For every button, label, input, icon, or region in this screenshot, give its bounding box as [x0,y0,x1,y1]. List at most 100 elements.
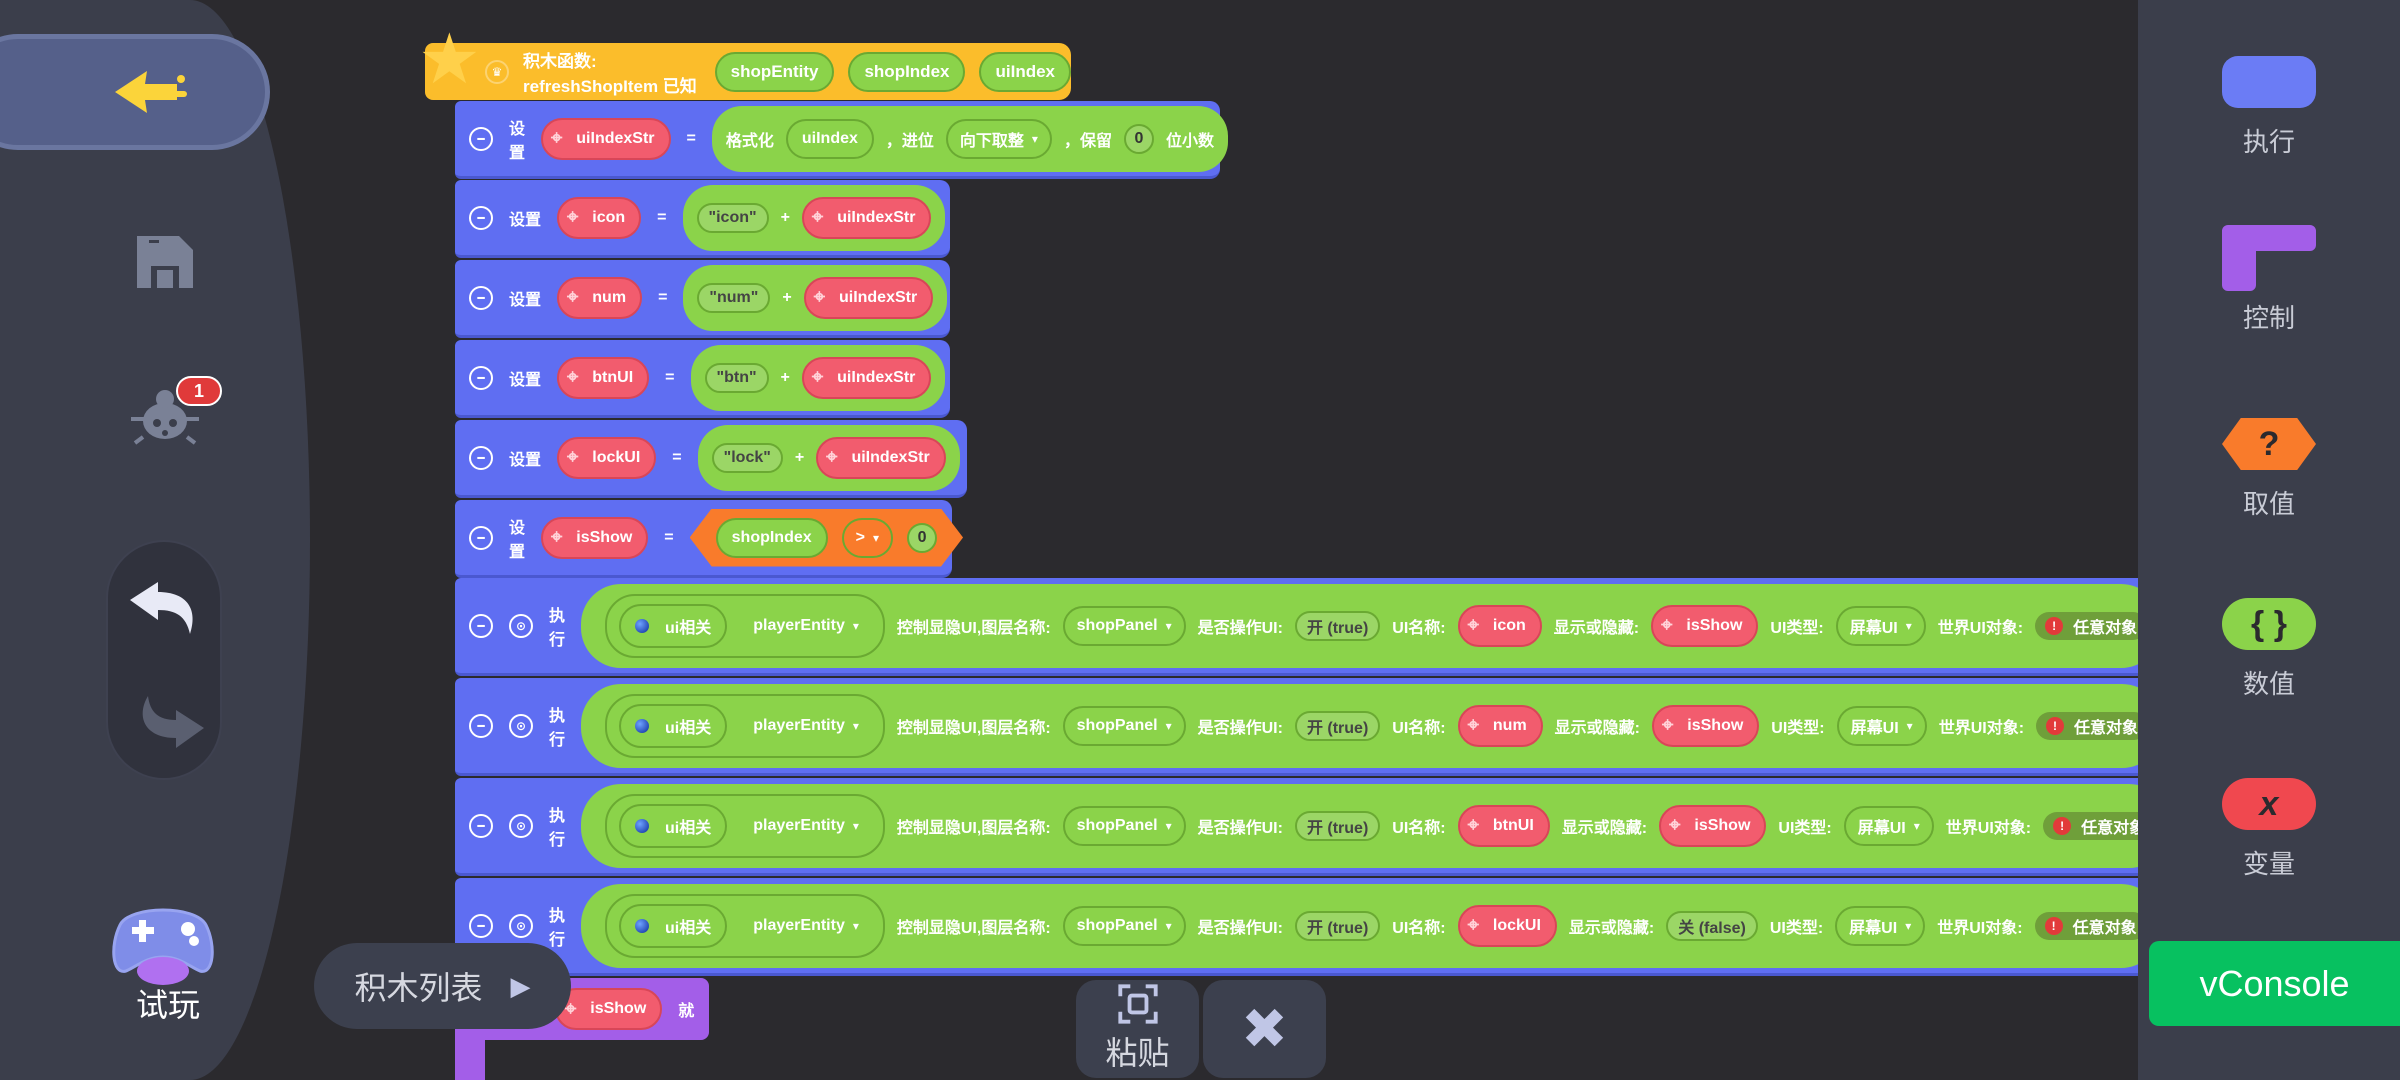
object-chip[interactable]: !任意对象 [2035,611,2148,640]
collapse-icon[interactable]: ━ [469,126,493,151]
show-hide-ui-statement[interactable]: ui相关playerEntity控制显隐UI,图层名称:shopPanel是否操… [581,683,2163,768]
category-question[interactable]: ?取值 [2138,418,2400,521]
paste-button[interactable]: 粘贴 [1076,980,1199,1078]
function-definition-block[interactable]: ♛ 积木函数: refreshShopItem 已知 shopEntity sh… [425,43,1071,100]
entity-dropdown[interactable]: playerEntity [741,906,871,946]
execute-block[interactable]: ━⊙执行ui相关playerEntity控制显隐UI,图层名称:shopPane… [455,678,2163,776]
value-expression[interactable]: "lock"+⌖uiIndexStr [697,424,960,491]
value-chip[interactable]: "icon" [696,202,769,233]
collapse-icon[interactable]: ━ [469,913,493,938]
collapse-icon[interactable]: ━ [469,285,493,310]
variable-chip[interactable]: ⌖uiIndexStr [541,117,671,160]
value-chip[interactable]: 开 (true) [1294,910,1381,941]
variable-chip[interactable]: ⌖uiIndexStr [803,276,934,319]
close-menu-button[interactable]: ✖ [1203,980,1326,1078]
execute-block[interactable]: ━⊙执行ui相关playerEntity控制显隐UI,图层名称:shopPane… [455,578,2162,676]
function-param[interactable]: uiIndex [979,51,1071,92]
collapse-icon[interactable]: ━ [469,713,493,738]
entity-dropdown[interactable]: playerEntity [741,706,871,746]
block-list-button[interactable]: 积木列表 ▶ [314,943,571,1029]
entity-selector[interactable]: ui相关 playerEntity [605,593,885,658]
value-chip[interactable]: "lock" [711,442,783,473]
dropdown[interactable]: 屏幕UI [1836,705,1927,746]
value-chip[interactable]: 开 (true) [1294,610,1381,641]
ui-category-chip[interactable]: ui相关 [619,703,728,748]
undo-button[interactable] [130,582,200,643]
function-param[interactable]: shopEntity [714,51,835,92]
variable-chip[interactable]: ⌖isShow [1651,604,1759,647]
parameter-chip[interactable]: uiIndex [785,118,874,159]
focus-icon[interactable]: ⊙ [509,613,533,638]
set-variable-block[interactable]: ━设置⌖lockUI="lock"+⌖uiIndexStr [455,420,967,498]
variable-chip[interactable]: ⌖isShow [555,988,663,1030]
show-hide-ui-statement[interactable]: ui相关playerEntity控制显隐UI,图层名称:shopPanel是否操… [581,583,2162,668]
dropdown[interactable]: > [842,518,893,558]
save-button[interactable] [125,232,205,292]
collapse-icon[interactable]: ━ [469,525,493,550]
execute-block[interactable]: ━⊙执行ui相关playerEntity控制显隐UI,图层名称:shopPane… [455,878,2161,976]
set-variable-block[interactable]: ━设置⌖icon="icon"+⌖uiIndexStr [455,180,950,258]
show-hide-ui-statement[interactable]: ui相关playerEntity控制显隐UI,图层名称:shopPanel是否操… [581,783,2170,868]
object-chip[interactable]: !任意对象 [2036,711,2149,740]
variable-chip[interactable]: ⌖num [1457,704,1543,747]
variable-chip[interactable]: ⌖num [557,276,643,319]
value-chip[interactable]: 开 (true) [1294,810,1381,841]
show-hide-ui-statement[interactable]: ui相关playerEntity控制显隐UI,图层名称:shopPanel是否操… [581,883,2161,968]
focus-icon[interactable]: ⊙ [509,713,533,738]
set-variable-block[interactable]: ━设置⌖isShow=shopIndex>0 [455,500,952,578]
value-chip[interactable]: 开 (true) [1294,710,1381,741]
comparison-expression[interactable]: shopIndex >0 [690,509,963,567]
parameter-chip[interactable]: shopIndex [716,518,828,558]
collapse-icon[interactable]: ━ [469,205,493,230]
entity-selector[interactable]: ui相关 playerEntity [605,693,885,758]
entity-dropdown[interactable]: playerEntity [741,606,871,646]
number-input[interactable]: 0 [1123,123,1154,154]
object-chip[interactable]: !任意对象 [2043,811,2156,840]
try-play-button[interactable] [108,905,218,985]
dropdown[interactable]: 屏幕UI [1843,805,1934,846]
variable-chip[interactable]: ⌖isShow [1652,704,1760,747]
dropdown[interactable]: 向下取整 [945,118,1052,159]
variable-chip[interactable]: ⌖lockUI [1457,904,1557,947]
collapse-icon[interactable]: ━ [469,613,493,638]
focus-icon[interactable]: ⊙ [509,913,533,938]
collapse-icon[interactable]: ━ [469,813,493,838]
value-chip[interactable]: 关 (false) [1666,910,1758,941]
value-chip[interactable]: "num" [697,282,771,313]
variable-chip[interactable]: ⌖isShow [541,516,649,559]
number-input[interactable]: 0 [907,523,937,553]
execute-block[interactable]: ━⊙执行ui相关playerEntity控制显隐UI,图层名称:shopPane… [455,778,2170,876]
focus-icon[interactable]: ⊙ [509,813,533,838]
category-speech-block[interactable]: 执行 [2138,56,2400,159]
object-chip[interactable]: !任意对象 [2034,911,2147,940]
ui-category-chip[interactable]: ui相关 [619,903,728,948]
collapse-icon[interactable]: ━ [469,365,493,390]
variable-chip[interactable]: ⌖icon [557,196,642,239]
dropdown[interactable]: 屏幕UI [1835,605,1926,646]
ui-category-chip[interactable]: ui相关 [619,603,728,648]
vconsole-button[interactable]: vConsole [2149,941,2400,1026]
dropdown[interactable]: shopPanel [1062,705,1186,746]
collapse-icon[interactable]: ━ [469,445,493,470]
variable-chip[interactable]: ⌖uiIndexStr [801,356,932,399]
variable-chip[interactable]: ⌖uiIndexStr [816,436,946,479]
variable-chip[interactable]: ⌖uiIndexStr [801,196,932,239]
back-button[interactable] [0,34,270,150]
debug-button[interactable] [125,385,205,445]
value-expression[interactable]: "icon"+⌖uiIndexStr [682,184,946,251]
dropdown[interactable]: shopPanel [1062,905,1186,946]
entity-dropdown[interactable]: playerEntity [741,806,871,846]
variable-chip[interactable]: ⌖btnUI [557,356,650,399]
value-expression[interactable]: "btn"+⌖uiIndexStr [690,344,946,411]
function-param[interactable]: shopIndex [848,51,966,92]
entity-selector[interactable]: ui相关 playerEntity [605,893,885,958]
dropdown[interactable]: 屏幕UI [1835,905,1926,946]
category-braces[interactable]: { }数值 [2138,598,2400,701]
variable-chip[interactable]: ⌖btnUI [1457,804,1550,847]
category-control-block[interactable]: 控制 [2138,225,2400,335]
variable-chip[interactable]: ⌖isShow [1659,804,1767,847]
